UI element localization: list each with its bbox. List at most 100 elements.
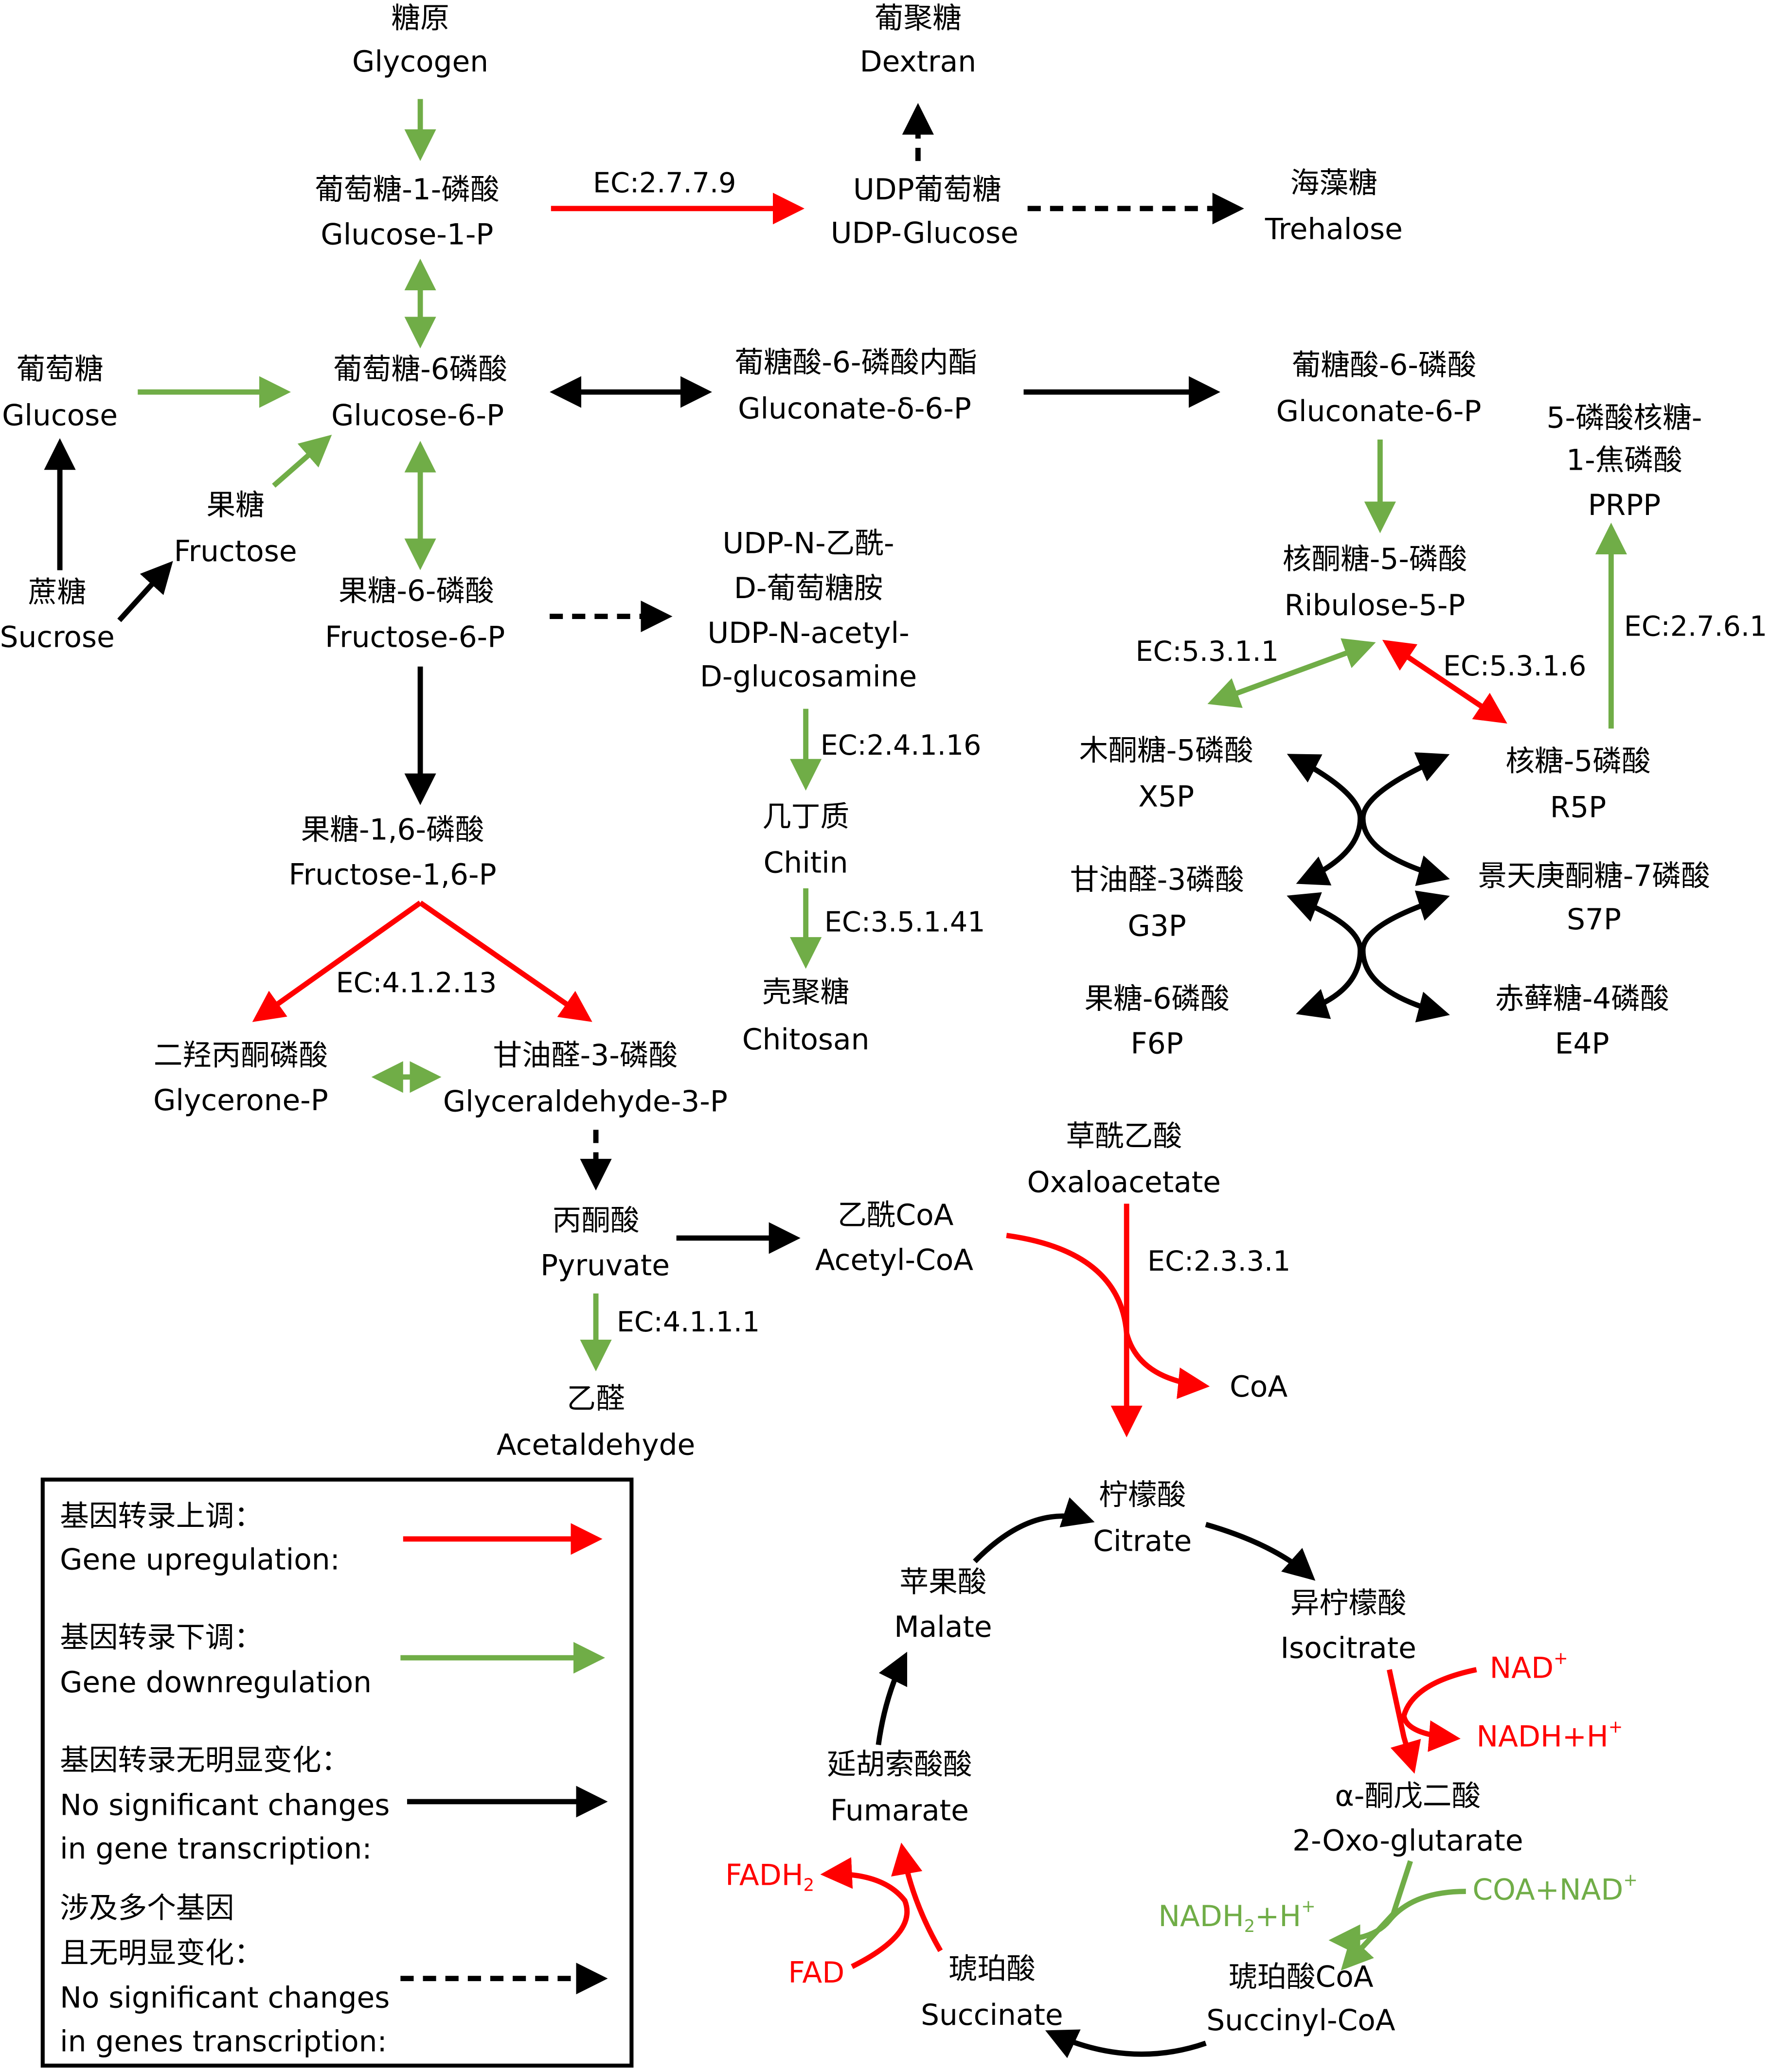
node-chitosan-en: Chitosan xyxy=(742,1023,870,1057)
node-glycogen-en: Glycogen xyxy=(352,45,488,79)
ec-label-2-7-6-1: EC:2.7.6.1 xyxy=(1624,611,1767,643)
node-g3p-en: G3P xyxy=(1128,910,1186,943)
arrow-ru5p-r5p xyxy=(1382,639,1507,724)
ec-label-3-5-1-41: EC:3.5.1.41 xyxy=(824,906,985,939)
node-r5p-zh: 核糖-5磷酸 xyxy=(1505,744,1650,778)
ec-label-5-3-1-6: EC:5.3.1.6 xyxy=(1443,650,1586,682)
node-gluconate-delta-6-p: 葡糖酸-6-磷酸内酯 Gluconate-δ-6-P xyxy=(734,346,977,426)
node-fumarate-en: Fumarate xyxy=(830,1794,969,1827)
node-trehalose-zh: 海藻糖 xyxy=(1290,167,1377,200)
arrow-s7p-e4p-curve xyxy=(1360,890,1450,1023)
cofactor-nadh2-sub: 2 xyxy=(1244,1916,1255,1936)
node-gluconate-6-p: 葡糖酸-6-磷酸 Gluconate-6-P xyxy=(1276,349,1482,428)
legend-item-multi-gene: 涉及多个基因 且无明显变化： No significant changes in… xyxy=(60,1892,608,2058)
node-udp-glcnac-en-line1: UDP-N-acetyl- xyxy=(708,617,910,650)
node-prpp: 5-磷酸核糖- 1-焦磷酸 PRPP xyxy=(1547,402,1702,522)
arrow-fad-to-fadh2 xyxy=(820,1857,910,1969)
node-fructose-6-p: 果糖-6-磷酸 Fructose-6-P xyxy=(325,574,505,654)
legend-multi-gene-en-line2: in genes transcription: xyxy=(60,2025,387,2058)
node-fructose-1-6-p-en: Fructose-1,6-P xyxy=(289,858,497,892)
arrow-sucrose-to-fructose xyxy=(117,561,173,622)
node-f6p: 果糖-6磷酸 F6P xyxy=(1084,982,1229,1061)
node-pyruvate-zh: 丙酮酸 xyxy=(553,1204,640,1238)
node-fructose-en: Fructose xyxy=(174,535,297,568)
node-chitin-zh: 几丁质 xyxy=(762,800,849,833)
node-sucrose: 蔗糖 Sucrose xyxy=(0,576,115,654)
legend: 基因转录上调： Gene upregulation: 基因转录下调： Gene … xyxy=(40,1477,634,2068)
node-succinate-en: Succinate xyxy=(921,1999,1063,2032)
node-f6p-en: F6P xyxy=(1130,1027,1183,1061)
node-chitosan-zh: 壳聚糖 xyxy=(762,975,849,1009)
node-acetaldehyde-zh: 乙醛 xyxy=(567,1382,625,1416)
node-prpp-en: PRPP xyxy=(1588,489,1661,522)
node-acetaldehyde: 乙醛 Acetaldehyde xyxy=(497,1382,695,1462)
node-oxaloacetate-en: Oxaloacetate xyxy=(1027,1166,1221,1199)
node-sucrose-en: Sucrose xyxy=(0,620,115,654)
arrow-f16p-to-gap xyxy=(418,901,592,1022)
arrow-succinate-to-fumarate xyxy=(891,1842,943,1952)
node-glucose-6-p-en: Glucose-6-P xyxy=(331,399,504,432)
node-glucose-zh: 葡萄糖 xyxy=(17,353,104,386)
cofactor-nadh-h-sup: + xyxy=(1609,1717,1623,1737)
arrow-ru5p-x5p xyxy=(1207,638,1376,708)
ec-label-2-3-3-1: EC:2.3.3.1 xyxy=(1147,1245,1290,1277)
node-glycerone-p-zh: 二羟丙酮磷酸 xyxy=(154,1039,328,1073)
cofactor-nadh2-base: NADH xyxy=(1158,1899,1244,1933)
cofactor-nadh2-sup: + xyxy=(1301,1896,1316,1916)
cofactor-coa-nad-base: COA+NAD xyxy=(1472,1873,1623,1907)
node-glucose-6-p: 葡萄糖-6磷酸 Glucose-6-P xyxy=(331,353,507,432)
cofactor-fadh2-base: FADH xyxy=(725,1859,804,1892)
arrow-fumarate-to-malate xyxy=(876,1651,908,1746)
cofactor-nadh-h-base: NADH+H xyxy=(1477,1720,1609,1753)
ec-label-2-4-1-16: EC:2.4.1.16 xyxy=(821,729,982,762)
node-glycogen-zh: 糖原 xyxy=(391,1,449,35)
node-citrate: 柠檬酸 Citrate xyxy=(1093,1479,1192,1558)
legend-item-downregulation: 基因转录下调： Gene downregulation xyxy=(60,1621,606,1700)
ec-label-4-1-2-13: EC:4.1.2.13 xyxy=(336,967,497,999)
arrow-isocitrate-to-oxoglutarate xyxy=(1387,1669,1421,1774)
node-dextran-zh: 葡聚糖 xyxy=(875,1,962,35)
cofactor-nadh2-h: NADH2+H+ xyxy=(1158,1896,1315,1936)
node-chitin-en: Chitin xyxy=(764,846,848,880)
node-udp-glucose: UDP葡萄糖 UDP-Glucose xyxy=(831,173,1019,250)
node-glycerone-p-en: Glycerone-P xyxy=(153,1084,328,1117)
node-oxaloacetate-zh: 草酰乙酸 xyxy=(1066,1119,1182,1153)
arrow-f16p-to-dhap xyxy=(252,901,422,1022)
cofactor-nadh-h: NADH+H+ xyxy=(1477,1717,1623,1753)
node-fructose-1-6-p: 果糖-1,6-磷酸 Fructose-1,6-P xyxy=(289,814,497,892)
node-succinate: 琥珀酸 Succinate xyxy=(921,1952,1063,2032)
node-gluconate-6-p-en: Gluconate-6-P xyxy=(1276,395,1482,428)
cofactor-nadh2-mid: +H xyxy=(1255,1899,1301,1933)
node-ribulose-5-p: 核酮糖-5-磷酸 Ribulose-5-P xyxy=(1283,543,1467,622)
node-citrate-en: Citrate xyxy=(1093,1525,1192,1558)
arrows xyxy=(44,99,1627,2058)
node-dextran-en: Dextran xyxy=(860,45,976,79)
node-acetyl-coa-en: Acetyl-CoA xyxy=(815,1243,973,1277)
arrow-succinylcoa-to-succinate xyxy=(1045,2029,1207,2058)
node-acetyl-coa: 乙酰CoA Acetyl-CoA xyxy=(815,1199,973,1277)
node-pyruvate-en: Pyruvate xyxy=(540,1249,670,1282)
node-f6p-zh: 果糖-6磷酸 xyxy=(1084,982,1229,1016)
node-chitosan: 壳聚糖 Chitosan xyxy=(742,975,870,1057)
legend-upregulation-en: Gene upregulation: xyxy=(60,1543,340,1577)
node-chitin: 几丁质 Chitin xyxy=(762,800,849,880)
node-pyruvate: 丙酮酸 Pyruvate xyxy=(540,1204,670,1282)
legend-downregulation-zh: 基因转录下调： xyxy=(60,1621,263,1655)
node-fumarate: 延胡索酸酸 Fumarate xyxy=(827,1748,972,1827)
node-fructose-6-p-zh: 果糖-6-磷酸 xyxy=(339,574,494,608)
arrow-citrate-to-isocitrate xyxy=(1205,1522,1316,1581)
node-x5p-zh: 木酮糖-5磷酸 xyxy=(1079,734,1253,768)
legend-multi-gene-en-line1: No significant changes xyxy=(60,1982,390,2015)
node-prpp-zh-line1: 5-磷酸核糖- xyxy=(1547,402,1702,435)
ec-label-2-7-7-9: EC:2.7.7.9 xyxy=(593,167,736,199)
cofactor-fad: FAD xyxy=(788,1956,845,1990)
node-isocitrate-zh: 异柠檬酸 xyxy=(1290,1587,1407,1620)
node-udp-glucose-en: UDP-Glucose xyxy=(831,217,1019,250)
node-glucose-1-p: 葡萄糖-1-磷酸 Glucose-1-P xyxy=(315,173,500,251)
node-trehalose-en: Trehalose xyxy=(1265,213,1403,247)
cofactor-fadh2: FADH2 xyxy=(725,1859,814,1895)
arrow-nad-to-nadh xyxy=(1401,1667,1477,1752)
node-fructose-1-6-p-zh: 果糖-1,6-磷酸 xyxy=(301,814,484,847)
node-dextran: 葡聚糖 Dextran xyxy=(860,1,976,79)
